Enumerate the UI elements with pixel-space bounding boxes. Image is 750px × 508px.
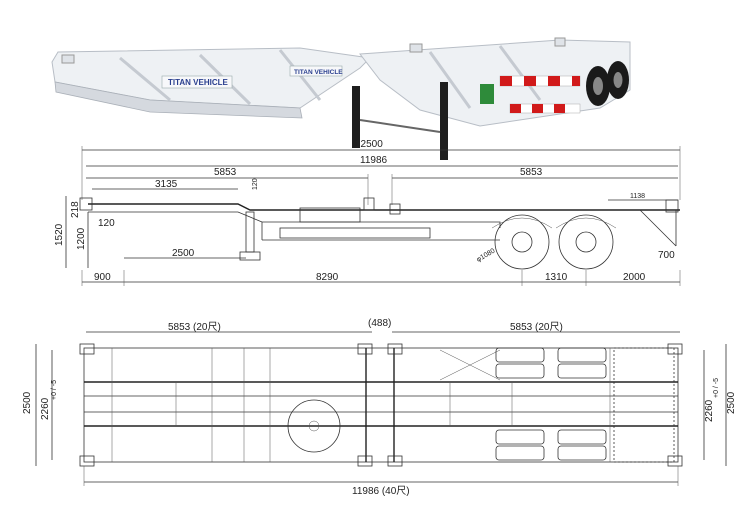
dim-front-lug: 120 <box>98 218 115 229</box>
dim-wheelbase: 8290 <box>316 272 339 283</box>
dim-width-left-tol: +0 / -5 <box>51 380 58 400</box>
dim-width-right-inner: 2260 <box>704 399 715 422</box>
reflective-tape <box>499 75 581 114</box>
dim-rear-overhang: 2000 <box>623 272 646 283</box>
trailer-photo: TITAN VEHICLE TITAN VEHICLE <box>51 37 631 160</box>
dim-left-bay: 5853 <box>214 167 237 178</box>
brand-placard-side: TITAN VEHICLE <box>294 69 343 76</box>
dim-rear-overhang-top: 1138 <box>630 193 645 200</box>
dim-frame-length: 11986 <box>360 155 388 166</box>
tire-size-label: φ1080 <box>476 248 497 264</box>
dim-landing-gear: 2500 <box>172 248 195 259</box>
side-view: 12500 11986 5853 5853 3135 120 1138 <box>54 139 681 286</box>
dim-height-kingpin: 1200 <box>76 227 87 250</box>
dim-rear-end: 700 <box>658 250 675 261</box>
dim-width-left-outer: 2500 <box>22 391 33 414</box>
dim-width-right-tol: +0 / -5 <box>713 378 720 398</box>
dim-axle-spread: 1310 <box>545 272 568 283</box>
dim-kingpin-offset: 3135 <box>155 179 178 190</box>
dim-width-right-outer: 2500 <box>726 391 737 414</box>
brand-placard-front: TITAN VEHICLE <box>168 78 229 87</box>
dim-height-front: 218 <box>70 201 81 218</box>
dim-top-frame-length: 11986 (40尺) <box>352 485 410 497</box>
dim-center-gap: (488) <box>368 318 391 329</box>
dim-right-bay: 5853 <box>520 167 543 178</box>
dim-top-right-bay: 5853 (20尺) <box>510 321 563 333</box>
dim-height-total: 1520 <box>54 223 65 246</box>
dim-width-left-inner: 2260 <box>40 397 51 420</box>
dim-step-height: 120 <box>252 178 259 190</box>
top-view: 5853 (20尺) 5853 (20尺) (488) 2500 2260 +0… <box>22 318 737 497</box>
dim-overall-length: 12500 <box>355 139 383 150</box>
dim-front-overhang: 900 <box>94 272 111 283</box>
dim-top-left-bay: 5853 (20尺) <box>168 321 221 333</box>
